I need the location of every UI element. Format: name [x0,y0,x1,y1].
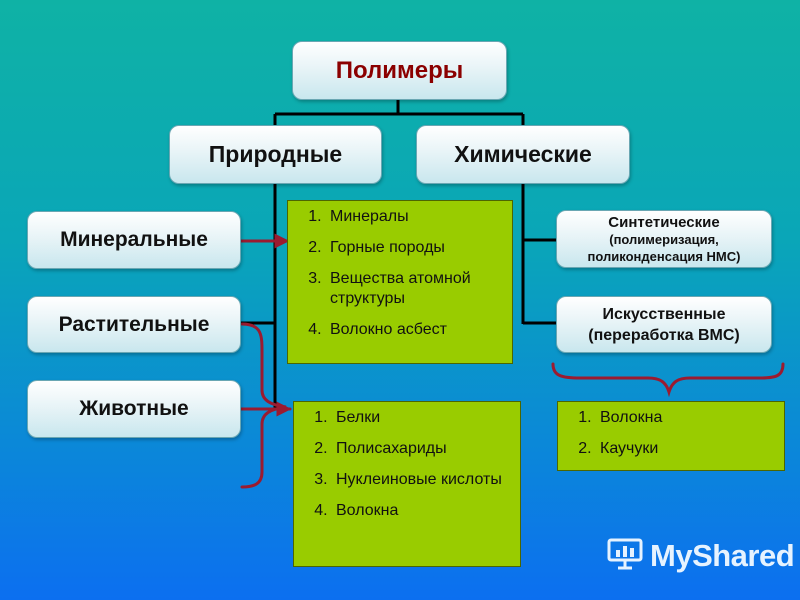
plant-node: Растительные [27,296,241,353]
mineral-list-box: Минералы Горные породы Вещества атомной … [287,200,513,364]
natural-node: Природные [169,125,382,184]
organic-list-box: Белки Полисахариды Нуклеиновые кислоты В… [293,401,521,567]
synthetic-subtitle: (полимеризация, [609,231,719,247]
mineral-list: Минералы Горные породы Вещества атомной … [288,207,512,340]
list-item: Вещества атомной структуры [326,269,512,309]
list-item: Полисахариды [332,439,520,459]
natural-label: Природные [208,141,343,167]
plant-label: Растительные [58,312,210,336]
chemical-brace [551,362,785,398]
presentation-board-icon [606,536,644,575]
mineral-node: Минеральные [27,211,241,269]
chemical-label: Химические [454,141,592,167]
chemical-list-box: Волокна Каучуки [557,401,785,471]
list-item: Горные породы [326,238,512,258]
myshared-logo: MyShared [606,536,795,575]
list-item: Минералы [326,207,512,227]
animal-label: Животные [79,397,189,420]
artificial-title: Искусственные [602,305,726,323]
list-item: Нуклеиновые кислоты [332,470,520,490]
list-item: Волокна [332,501,520,521]
root-node: Полимеры [292,41,507,100]
organic-brace [240,322,287,489]
synthetic-title: Синтетические [608,213,720,231]
chemical-node: Химические [416,125,630,184]
artificial-subtitle: (переработка ВМС) [588,326,740,344]
list-item: Белки [332,408,520,428]
list-item: Волокно асбест [326,320,512,340]
mineral-label: Минеральные [60,228,208,251]
root-label: Полимеры [335,56,464,84]
logo-text: MyShared [650,537,795,573]
list-item: Волокна [596,408,784,428]
animal-node: Животные [27,380,241,438]
synthetic-node: Синтетические (полимеризация, поликонден… [556,210,772,268]
organic-list: Белки Полисахариды Нуклеиновые кислоты В… [294,408,520,521]
list-item: Каучуки [596,439,784,459]
synthetic-subtitle-2: поликонденсация НМС) [587,248,741,264]
artificial-node: Искусственные (переработка ВМС) [556,296,772,353]
chemical-list: Волокна Каучуки [558,408,784,459]
